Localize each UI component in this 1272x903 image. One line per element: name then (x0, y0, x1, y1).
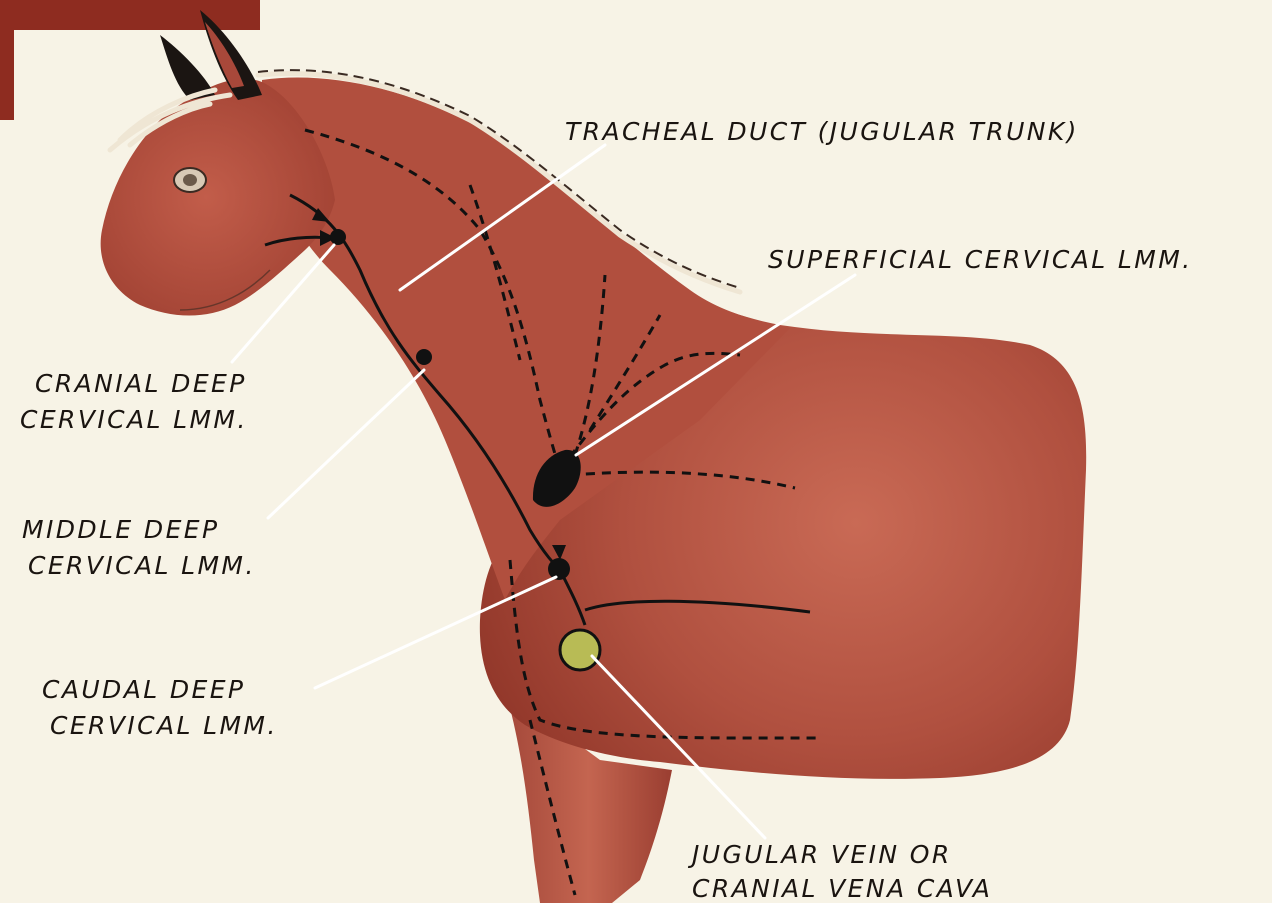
label-cranial-deep-line1: CRANIAL DEEP (35, 369, 247, 398)
cranial-deep-cervical-node (330, 229, 346, 245)
label-caudal-deep-line1: CAUDAL DEEP (42, 675, 245, 704)
corner-fragment (0, 0, 260, 30)
label-jugular-vein-line2: CRANIAL VENA CAVA (692, 874, 992, 903)
label-superficial-cervical: SUPERFICIAL CERVICAL LMM. (768, 245, 1193, 274)
label-caudal-deep-line2: CERVICAL LMM. (50, 711, 278, 740)
middle-deep-cervical-node (416, 349, 432, 365)
label-middle-deep-line2: CERVICAL LMM. (28, 551, 256, 580)
corner-fragment-left (0, 0, 14, 120)
jugular-vein-marker (560, 630, 600, 670)
caudal-deep-cervical-node (548, 558, 570, 580)
label-tracheal-duct: TRACHEAL DUCT (JUGULAR TRUNK) (565, 117, 1079, 146)
label-middle-deep-line1: MIDDLE DEEP (22, 515, 219, 544)
eye-pupil (183, 174, 197, 186)
label-jugular-vein-line1: JUGULAR VEIN OR (687, 840, 952, 869)
leader-middle-deep (268, 370, 424, 518)
label-cranial-deep-line2: CERVICAL LMM. (20, 405, 248, 434)
